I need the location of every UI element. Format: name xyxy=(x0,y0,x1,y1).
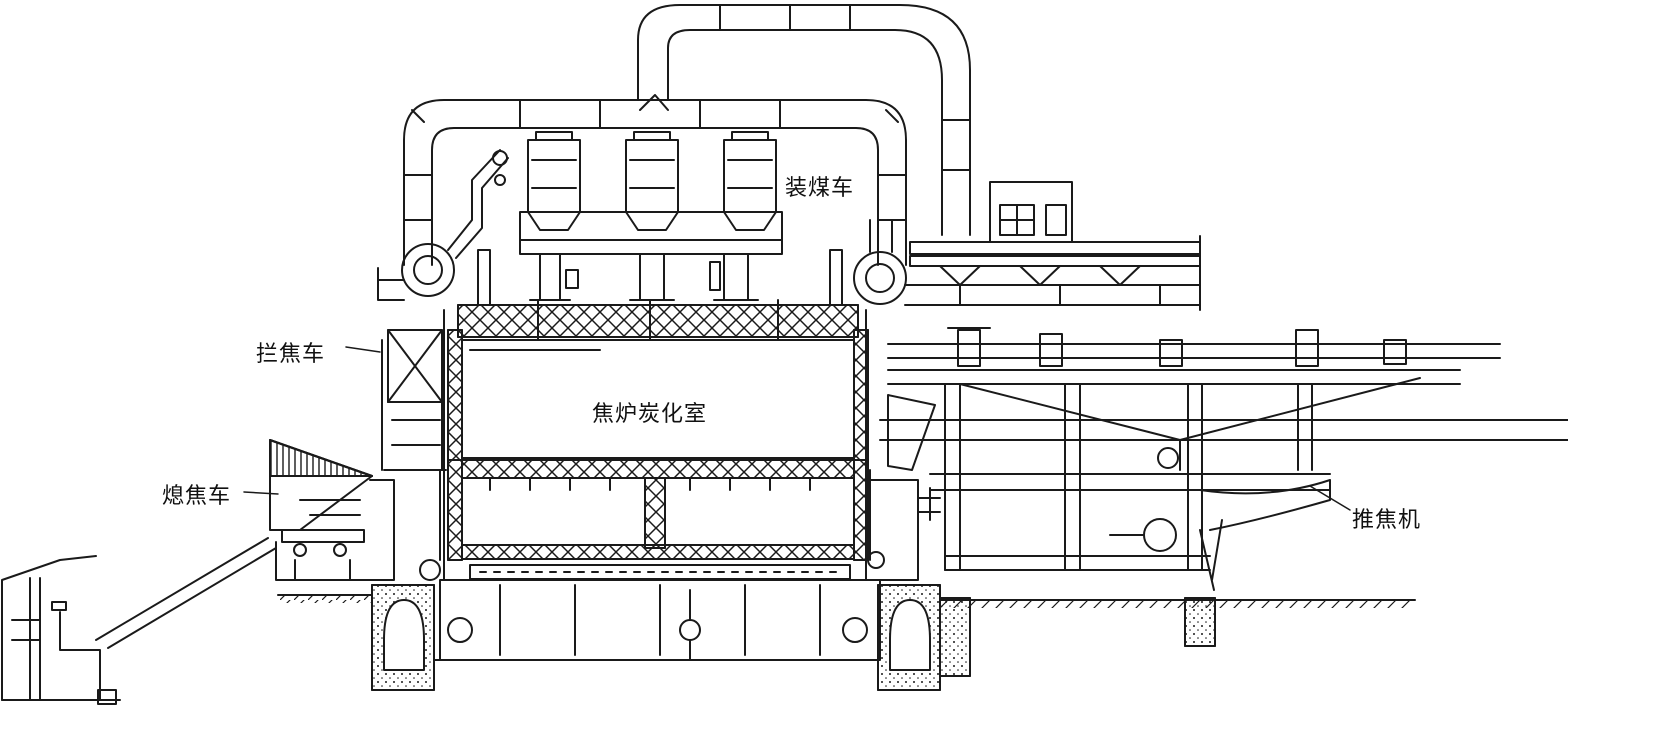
regenerator-layer xyxy=(447,459,869,561)
label-coal-charging-car: 装煤车 xyxy=(785,176,855,201)
coke-guide-car xyxy=(381,329,447,471)
quenching-car xyxy=(95,439,373,649)
label-coke-guide-car: 拦焦车 xyxy=(256,342,326,367)
right-gas-drum xyxy=(829,219,907,306)
label-quenching-car: 熄焦车 xyxy=(162,484,232,509)
oven-top-slab xyxy=(457,299,859,341)
label-pusher-machine: 推焦机 xyxy=(1352,508,1422,533)
gas-main-pipe xyxy=(403,4,971,266)
coal-tower-deck xyxy=(904,181,1201,311)
buckstays xyxy=(369,309,919,581)
oven-basement xyxy=(371,564,941,691)
label-coking-chamber: 焦炉炭化室 xyxy=(592,402,708,427)
pusher-machine xyxy=(879,327,1568,677)
ground-lines xyxy=(277,594,1416,608)
coal-charging-car xyxy=(519,131,783,301)
diagram-drawing xyxy=(1,4,1568,705)
coke-oven-diagram: 装煤车 拦焦车 焦炉炭化室 熄焦车 推焦机 xyxy=(1,4,1568,705)
leader-lines xyxy=(243,346,1351,511)
left-gas-drum xyxy=(377,149,509,306)
coking-chamber xyxy=(447,329,869,461)
quench-tower xyxy=(1,555,121,705)
